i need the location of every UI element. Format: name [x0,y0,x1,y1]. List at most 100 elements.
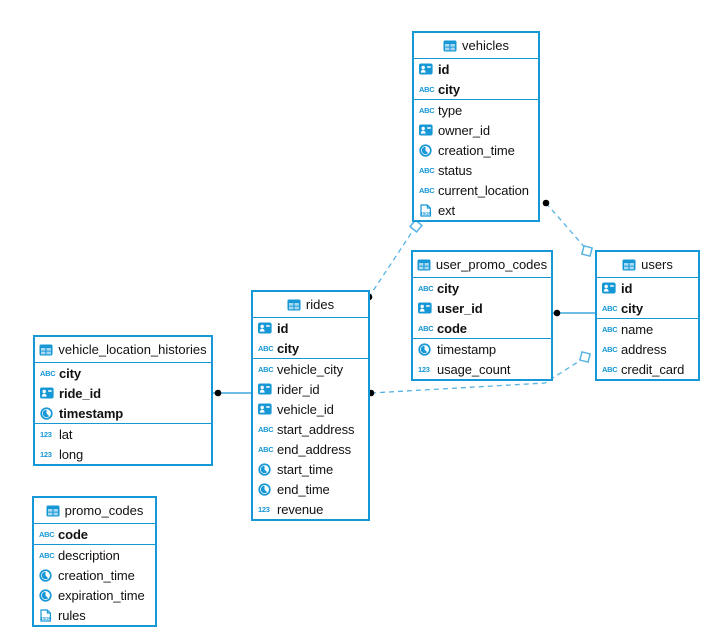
field-label: lat [59,426,73,442]
text-type-icon: ABC [39,529,55,539]
field-label: creation_time [438,142,515,158]
table-header[interactable]: rides [253,292,368,318]
field-label: timestamp [437,341,497,357]
field-label: revenue [277,501,324,517]
timestamp-icon [39,568,52,582]
table-header[interactable]: vehicles [414,33,538,59]
field-label: vehicle_city [277,361,343,377]
timestamp-icon [40,406,53,420]
text-type-icon: ABC [602,303,618,313]
field-label: city [277,340,300,356]
text-type-icon: ABC [602,324,618,334]
relation-endpoint-square [580,244,594,258]
table-header[interactable]: promo_codes [34,498,155,524]
field-label: long [59,446,84,462]
relation-rides-to-users[interactable] [370,357,585,394]
field-row-vehicle_id[interactable]: vehicle_id [253,399,368,419]
field-label: end_time [277,481,330,497]
svg-text:JSON: JSON [40,616,51,621]
relation-endpoint-dot [553,309,561,317]
fk-ref-icon [40,387,54,399]
field-row-timestamp[interactable]: timestamp [35,403,211,423]
field-row-ride_id[interactable]: ride_id [35,383,211,403]
pk-divider [253,358,368,359]
field-row-timestamp[interactable]: timestamp [413,339,551,359]
table-title: promo_codes [64,503,144,518]
field-label: start_time [277,461,334,477]
relation-endpoint-square [578,350,592,364]
field-row-creation_time[interactable]: creation_time [34,565,155,585]
timestamp-icon [419,143,432,157]
field-label: rider_id [277,381,320,397]
field-label: address [621,341,667,357]
field-row-id[interactable]: id [597,278,698,298]
text-type-icon: ABC [418,323,434,333]
field-label: expiration_time [58,587,145,603]
timestamp-icon [39,588,52,602]
table-icon [39,344,53,356]
fk-ref-icon [258,383,272,395]
field-row-user_id[interactable]: user_id [413,298,551,318]
field-label: id [438,61,450,77]
field-row-expiration_time[interactable]: expiration_time [34,585,155,605]
field-label: name [621,321,654,337]
pk-divider [35,423,211,424]
relation-endpoint-dot [214,389,222,397]
field-row-owner_id[interactable]: owner_id [414,120,538,140]
table-title: users [641,257,673,272]
table-title: vehicle_location_histories [58,342,207,357]
table-title: rides [305,297,335,312]
field-label: start_address [277,421,355,437]
field-label: credit_card [621,361,685,377]
field-label: type [438,102,463,118]
relation-rides-to-vehicles[interactable] [368,225,417,298]
relation-vehicles-to-users[interactable] [545,202,588,251]
fk-ref-icon [419,124,433,136]
table-header[interactable]: user_promo_codes [413,252,551,278]
field-row-end_time[interactable]: end_time [253,479,368,499]
field-row-id[interactable]: id [414,59,538,79]
field-row-rider_id[interactable]: rider_id [253,379,368,399]
text-type-icon: ABC [419,185,435,195]
field-row-id[interactable]: id [253,318,368,338]
field-row-creation_time[interactable]: creation_time [414,140,538,160]
field-row-start_time[interactable]: start_time [253,459,368,479]
table-icon [46,505,60,517]
text-type-icon: ABC [418,283,434,293]
text-type-icon: ABC [419,165,435,175]
table-header[interactable]: users [597,252,698,278]
field-label: code [58,526,88,542]
text-type-icon: ABC [258,424,274,434]
table-header[interactable]: vehicle_location_histories [35,337,211,363]
field-label: description [58,547,120,563]
